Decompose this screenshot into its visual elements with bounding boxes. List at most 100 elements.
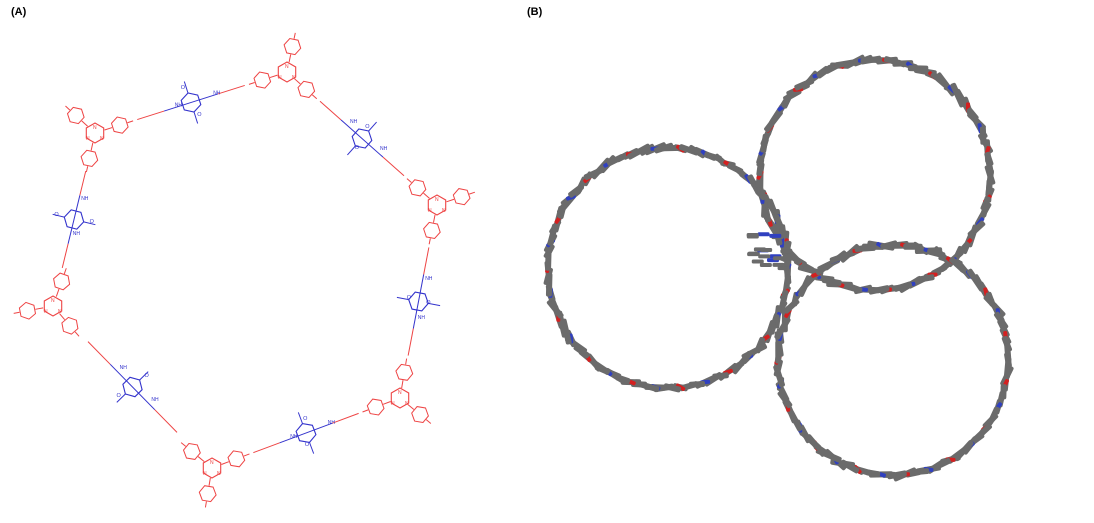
ethoxy-bond [297, 412, 303, 424]
hydrazide-chain [412, 274, 425, 329]
arm-bond [63, 268, 67, 275]
nitrogen-label: N [100, 136, 104, 142]
oxygen-label: O [426, 300, 431, 306]
oxygen-label: O [303, 416, 308, 422]
oxygen-label: O [305, 442, 310, 448]
benzene-ring [408, 291, 429, 312]
arm-bond [204, 501, 207, 508]
nitrogen-label: N [442, 208, 446, 214]
arm-bond [85, 166, 89, 173]
nh-label: NH [120, 365, 128, 371]
phenyl-ring [366, 398, 385, 416]
oxygen-label: O [355, 145, 360, 151]
nitrogen-label: N [86, 136, 90, 142]
triazine-ring [390, 387, 410, 409]
nitrogen-label: N [217, 471, 221, 477]
arm-bond [104, 127, 113, 131]
junction-segment [777, 266, 790, 271]
triazine-ring [277, 61, 297, 83]
imine-bond [332, 412, 359, 424]
arm-bond [59, 313, 66, 320]
junction-segment [780, 249, 793, 254]
stacked-layer [985, 159, 994, 175]
arm-bond [407, 403, 415, 410]
phenyl-ring [395, 363, 414, 381]
junction-segment [772, 262, 785, 267]
phenyl-ring [198, 485, 217, 503]
nitrogen-label: N [203, 471, 207, 477]
oxygen-label: O [90, 219, 95, 225]
triazine-ring [427, 194, 447, 216]
imine-bond [87, 341, 111, 365]
junction-segment [769, 233, 782, 238]
benzene-ring [351, 128, 373, 149]
arm-bond [248, 82, 255, 85]
pore-ring [755, 54, 996, 295]
benzene-ring [180, 92, 202, 113]
imine-bond [79, 170, 87, 196]
ethoxy-bond [347, 145, 356, 156]
arm-bond [362, 409, 369, 413]
nh-label: NH [81, 196, 89, 202]
ethoxy-bond [309, 442, 315, 454]
phenyl-ring [80, 149, 99, 168]
oxygen-label: O [181, 85, 186, 91]
stacked-model-render [543, 54, 1014, 482]
junction-segment [757, 232, 770, 237]
hydrazide-chain [67, 195, 81, 244]
phenyl-ring [423, 221, 441, 240]
nh-label: NH [290, 434, 298, 440]
arm-bond [382, 401, 391, 405]
arm-bond [35, 307, 44, 310]
nh-label: NH [380, 146, 388, 152]
phenyl-ring [182, 442, 201, 460]
arm-bond [423, 192, 430, 199]
imine-bond [319, 100, 342, 121]
oxygen-label: O [365, 124, 370, 130]
phenyl-ring [66, 106, 85, 125]
oxygen-label: O [144, 373, 149, 379]
linker: O O NH NH [52, 170, 96, 269]
ethoxy-bond [368, 121, 377, 132]
junction-segment [758, 254, 771, 259]
oxygen-label: O [54, 212, 59, 218]
arm-bond [428, 238, 431, 245]
nitrogen-label: N [44, 309, 48, 315]
nitrogen-label: N [51, 298, 55, 304]
arm-bond [180, 442, 187, 447]
ethoxy-bond [396, 296, 409, 301]
imine-bond [137, 110, 165, 121]
ethoxy-bond [428, 302, 441, 307]
arm-bond [432, 214, 436, 223]
junction-segment [746, 232, 759, 237]
hydrazide-chain [109, 363, 156, 411]
pore-ring [543, 142, 793, 393]
hydrazide-chain [279, 422, 333, 444]
junction-segment [759, 262, 772, 267]
triazine-ring [43, 295, 63, 317]
triazine-ring [85, 122, 105, 144]
nh-label: NH [175, 103, 183, 109]
ethoxy-bond [116, 393, 126, 403]
nh-label: NH [418, 315, 426, 321]
arm-bond [269, 74, 278, 79]
arm-bond [446, 198, 455, 203]
nh-label: NH [73, 231, 81, 237]
arm-bond [293, 32, 296, 39]
arm-bond [197, 456, 205, 463]
imine-bond [154, 409, 178, 433]
ethoxy-bond [183, 81, 189, 94]
oxygen-label: O [197, 112, 202, 118]
imine-bond [217, 84, 245, 95]
imine-bond [61, 243, 69, 269]
arm-bond [13, 311, 20, 314]
imine-bond [253, 442, 280, 454]
